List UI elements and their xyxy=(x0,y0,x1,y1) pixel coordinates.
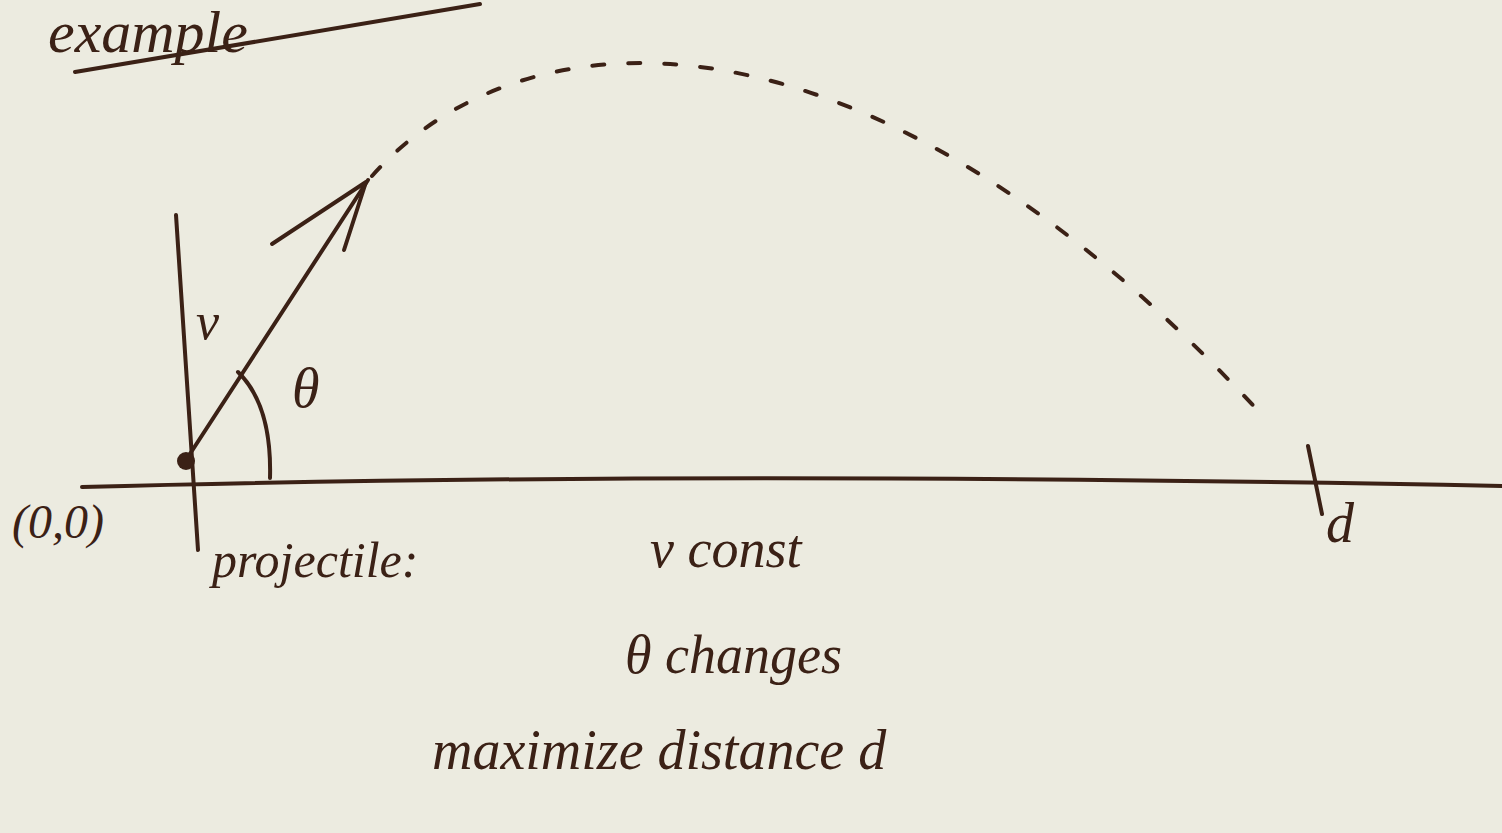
y-axis xyxy=(176,215,198,550)
label: v xyxy=(196,296,219,348)
velocity-arrow xyxy=(186,180,368,460)
x-axis xyxy=(82,478,1502,487)
label: (0,0) xyxy=(12,498,104,546)
label: d xyxy=(1326,495,1354,551)
origin-dot xyxy=(177,452,195,470)
arrow-head xyxy=(272,182,366,250)
angle-arc xyxy=(238,372,270,478)
title: example xyxy=(48,2,248,62)
label: v const xyxy=(650,522,801,576)
label: projectile: xyxy=(212,535,418,585)
trajectory xyxy=(372,63,1262,415)
label: θ changes xyxy=(625,628,842,682)
label: maximize distance d xyxy=(432,722,886,778)
label: θ xyxy=(292,360,320,416)
landing-tick xyxy=(1308,446,1322,514)
